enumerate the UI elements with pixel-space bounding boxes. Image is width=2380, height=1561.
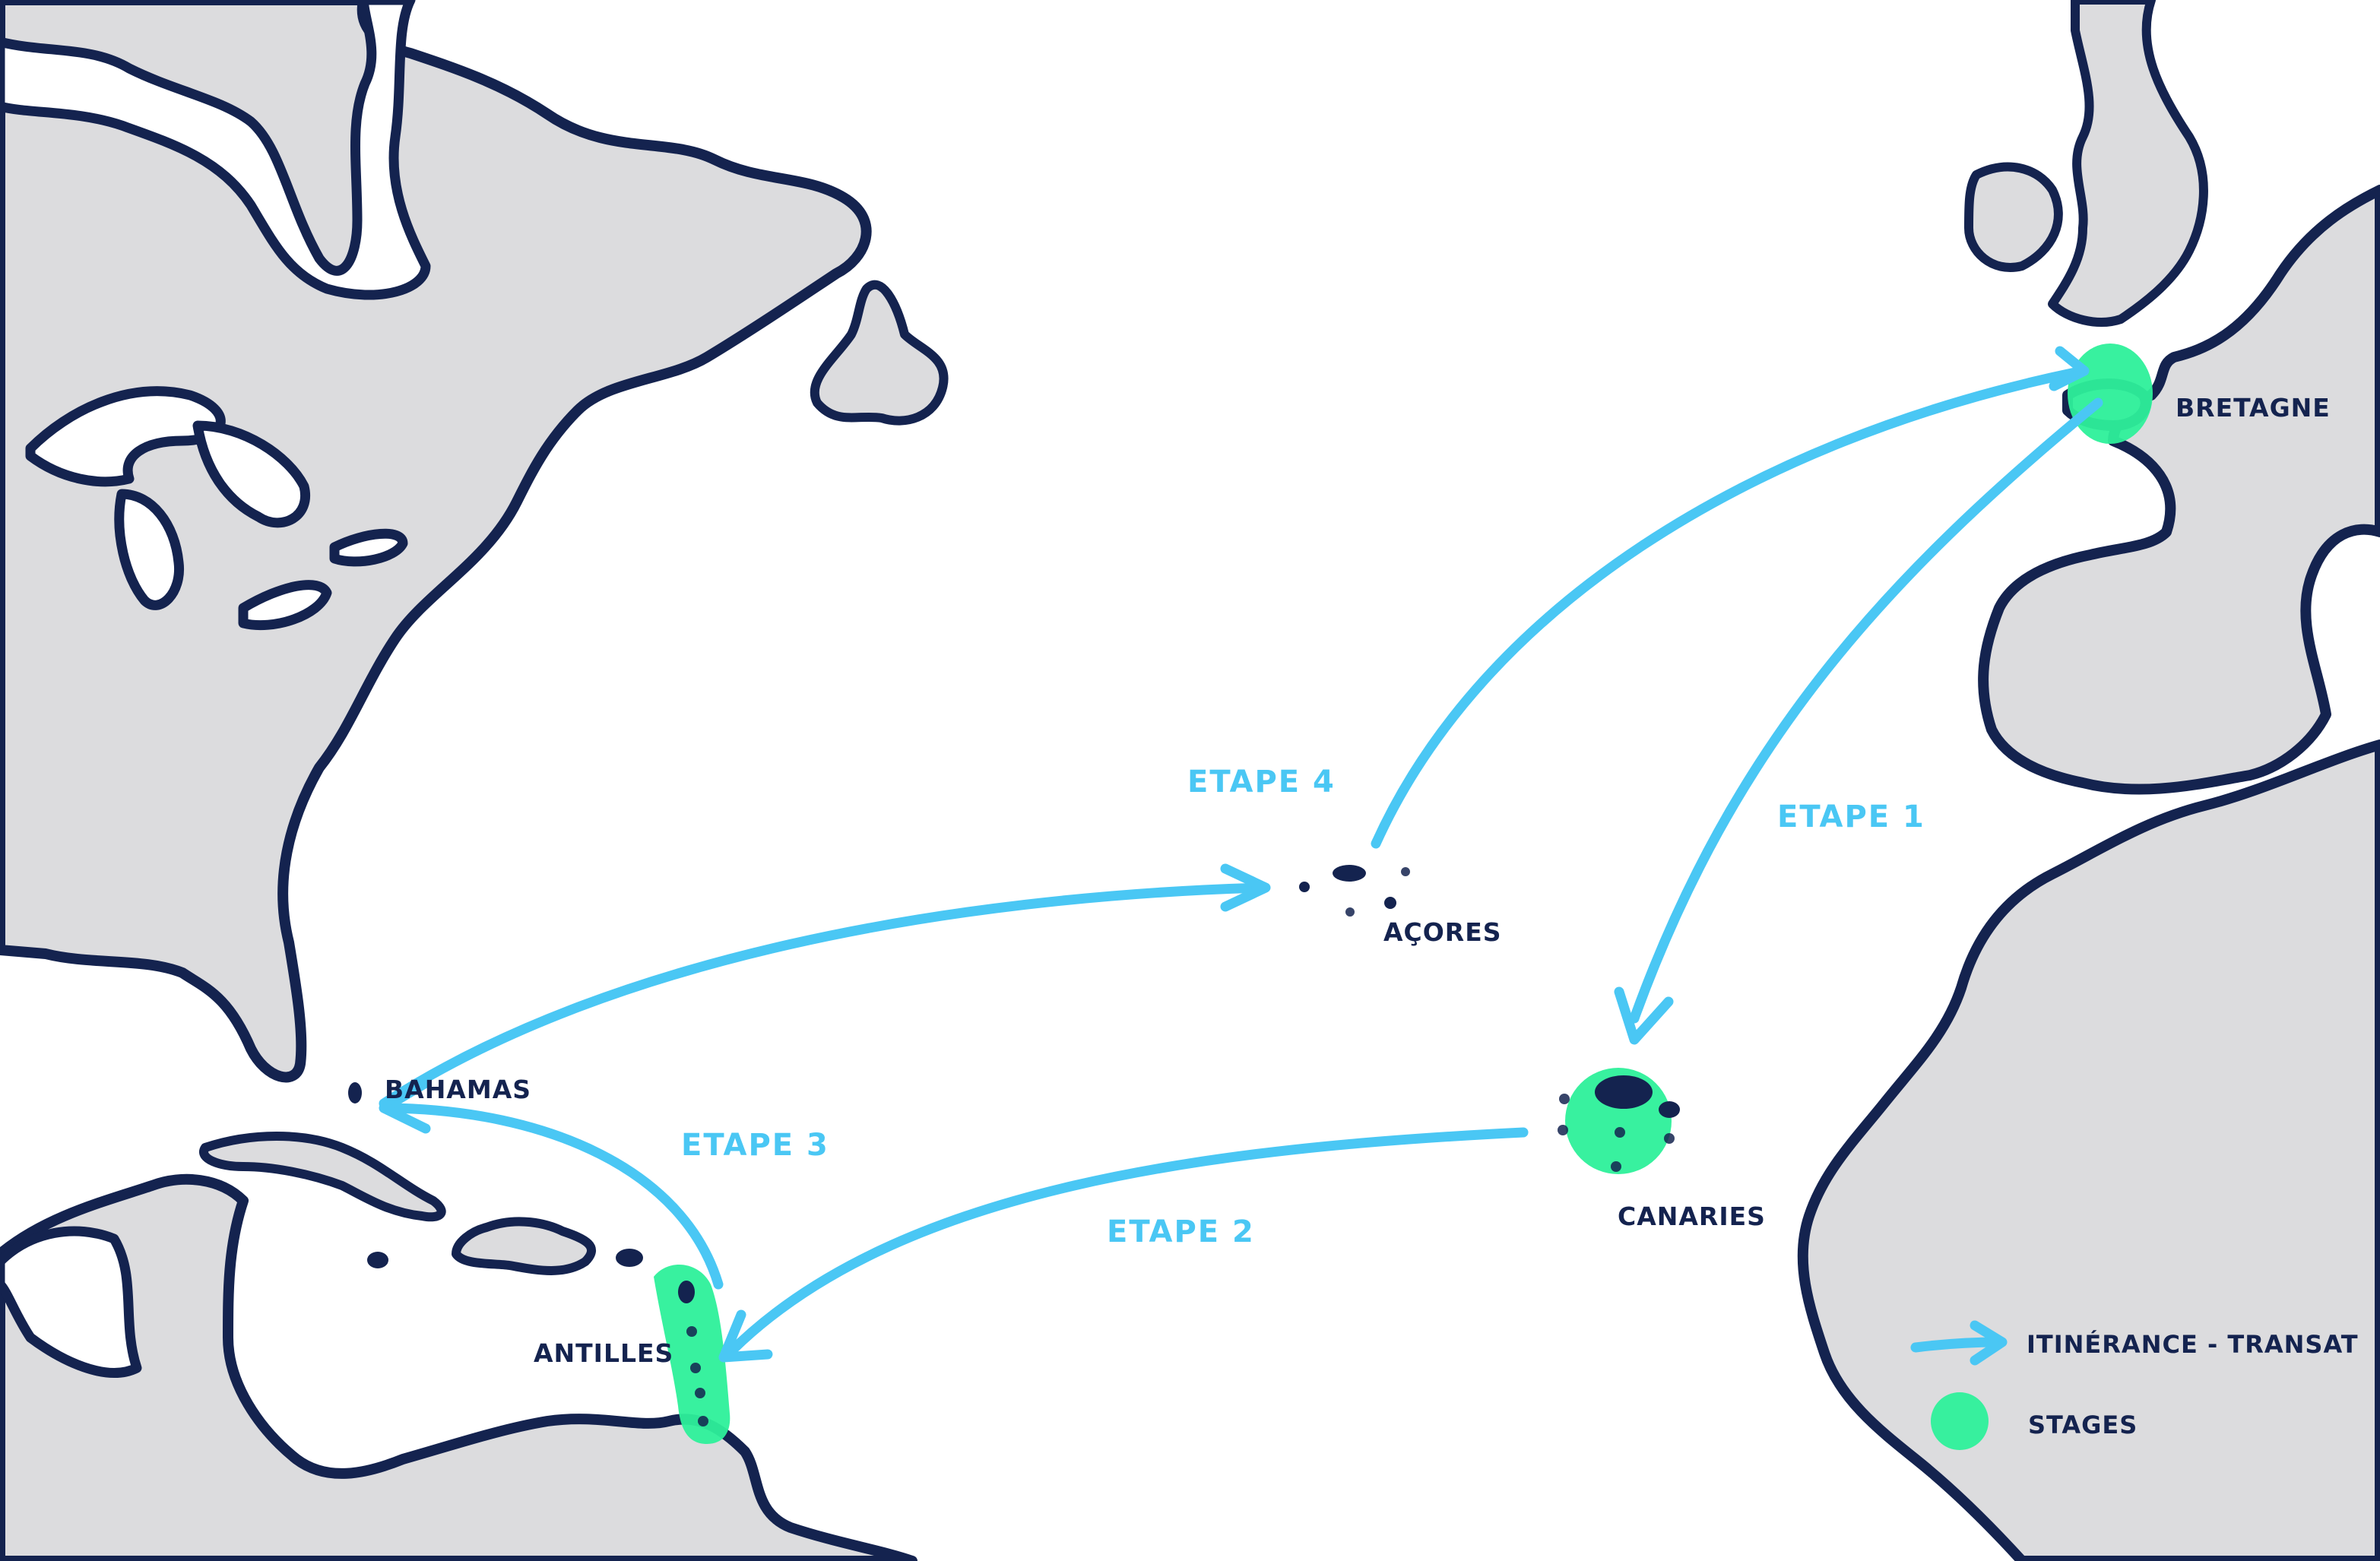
cuba-island — [199, 1132, 446, 1222]
acores-speck-a — [1401, 867, 1410, 876]
label-bahamas: BAHAMAS — [385, 1075, 531, 1104]
canaries-speck-b — [1558, 1125, 1568, 1135]
antilles-speck-a — [686, 1326, 697, 1337]
hispaniola-island — [452, 1217, 596, 1275]
label-etape-3: ETAPE 3 — [681, 1128, 829, 1163]
route-etape-3 — [382, 1103, 724, 1290]
acores-speck-b — [1345, 907, 1355, 917]
yucatan — [0, 1226, 142, 1378]
antilles-islet-a — [678, 1281, 695, 1303]
north-america-landmass — [0, 0, 872, 1083]
europe-landmass — [1978, 185, 2380, 795]
central-america-landmass — [0, 1173, 917, 1561]
north-inlet — [0, 0, 431, 300]
label-etape-1: ETAPE 1 — [1777, 799, 1925, 834]
antilles-speck-b — [690, 1363, 701, 1373]
label-bretagne: BRETAGNE — [2176, 393, 2331, 423]
label-etape-2: ETAPE 2 — [1107, 1214, 1255, 1249]
legend-stage-label: STAGES — [2028, 1411, 2138, 1439]
antilles-speck-c — [695, 1388, 705, 1398]
route-etape-4-arrowhead — [2049, 346, 2090, 391]
acores-islet-b — [1384, 897, 1396, 909]
lake-erie — [238, 580, 332, 631]
label-etape-4: ETAPE 4 — [1187, 765, 1336, 799]
arrow-icon-head — [1970, 1320, 2008, 1366]
route-etape-2-arrowhead — [718, 1309, 773, 1363]
legend: ITINÉRANCE - TRANSAT STAGES — [1910, 1320, 2359, 1450]
canaries-islet-a — [1659, 1101, 1680, 1118]
lake-huron — [192, 420, 310, 528]
canaries-speck-e — [1611, 1161, 1621, 1172]
acores-islet-a — [1299, 882, 1310, 892]
label-antilles: ANTILLES — [534, 1338, 673, 1368]
acores-main-island — [1333, 865, 1366, 882]
newfoundland — [810, 280, 949, 426]
legend-route-label: ITINÉRANCE - TRANSAT — [2027, 1330, 2359, 1359]
route-bahamas-acores-arrowhead — [1220, 863, 1271, 912]
bahamas-island — [348, 1082, 362, 1103]
label-acores: AÇORES — [1383, 917, 1502, 947]
route-etape-2 — [724, 1127, 1529, 1358]
stage-antilles — [654, 1264, 730, 1444]
great-britain — [2048, 0, 2208, 327]
route-etape-1-arrowhead — [1614, 986, 1674, 1045]
route-etape-1 — [1629, 397, 2103, 1024]
canaries-speck-a — [1559, 1094, 1570, 1104]
canaries-main-island — [1595, 1075, 1653, 1109]
africa-landmass — [1797, 739, 2380, 1561]
label-canaries: CANARIES — [1618, 1202, 1766, 1231]
route-bahamas-acores — [379, 882, 1267, 1109]
lake-ontario — [329, 528, 408, 567]
canaries-speck-d — [1664, 1133, 1675, 1144]
stage-bretagne — [2068, 344, 2153, 444]
jamaica-island — [367, 1252, 388, 1268]
lake-michigan — [114, 489, 185, 610]
route-etape-4 — [1371, 367, 2081, 849]
arrow-icon — [1910, 1337, 2004, 1353]
green-dot-icon — [1931, 1392, 1989, 1450]
canaries-speck-c — [1615, 1127, 1625, 1138]
puerto-rico-island — [616, 1249, 643, 1267]
antilles-speck-d — [698, 1416, 708, 1426]
ireland — [1964, 162, 2063, 272]
